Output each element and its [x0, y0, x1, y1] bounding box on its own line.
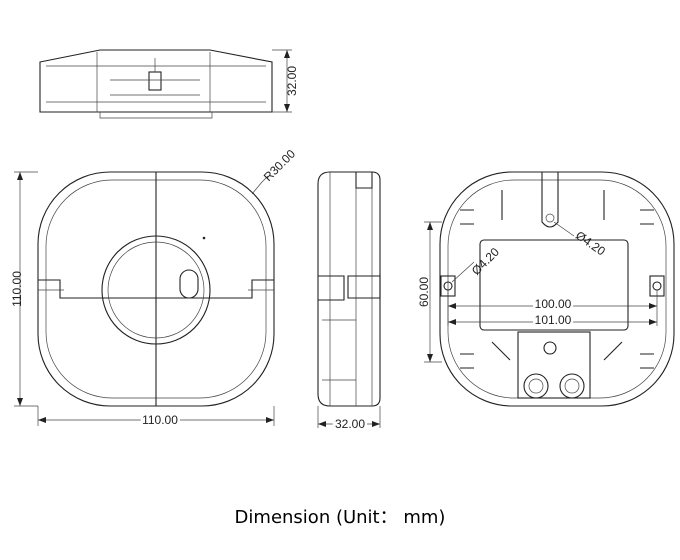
span-inner-dim: 100.00: [535, 297, 572, 311]
top-height-dim: 32.00: [285, 66, 299, 96]
span-outer-dim: 101.00: [535, 313, 572, 327]
front-view: [14, 171, 275, 426]
corner-radius-dim: R30.00: [261, 147, 298, 184]
front-height-dim: 110.00: [10, 271, 24, 307]
back-view: [424, 171, 675, 407]
side-view: [317, 171, 381, 428]
front-width-dim: 110.00: [142, 413, 178, 427]
top-view: [39, 49, 292, 119]
hole-diameter-right-dim: Ø4.20: [573, 228, 608, 258]
caption: Dimension (Unit： mm): [234, 507, 446, 528]
side-width-dim: 32.00: [335, 417, 365, 431]
hole-diameter-left-dim: Ø4.20: [469, 245, 502, 278]
hole-height-dim: 60.00: [417, 277, 431, 307]
